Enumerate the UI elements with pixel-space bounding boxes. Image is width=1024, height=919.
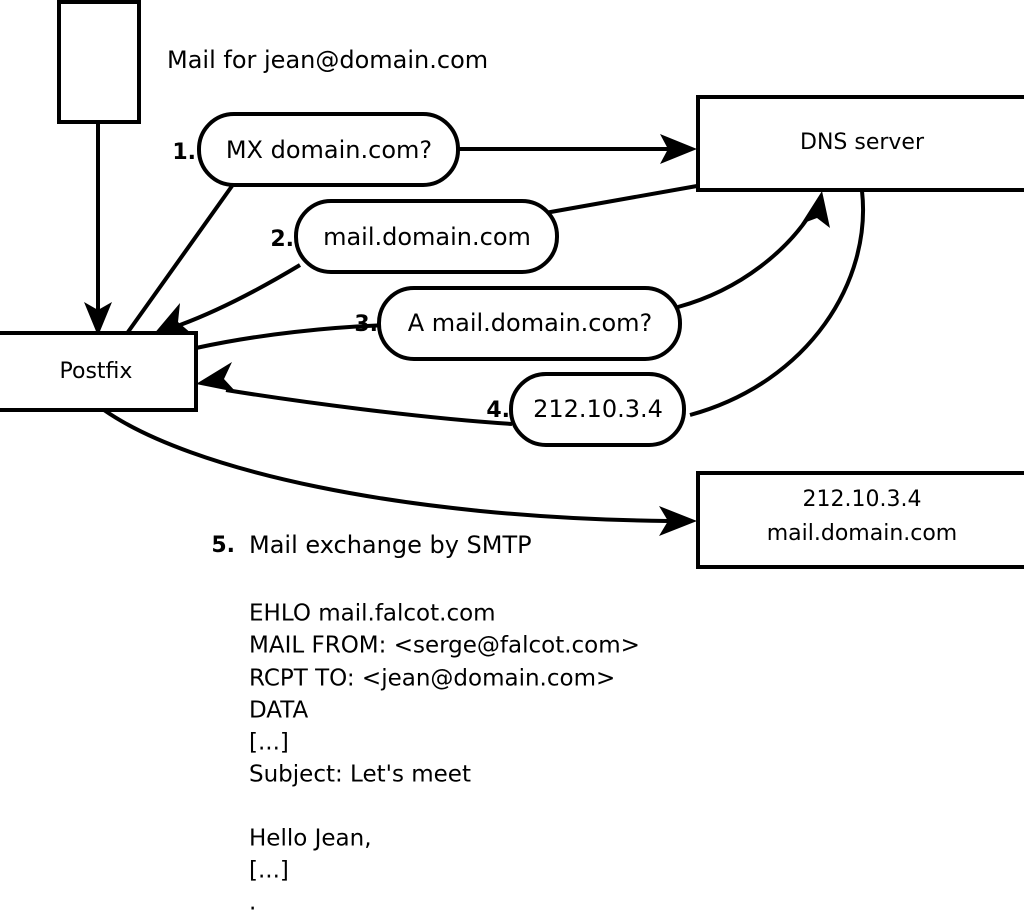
smtp-line-2: RCPT TO: <jean@domain.com> — [249, 666, 615, 692]
smtp-line-4: [...] — [249, 730, 289, 756]
arrow-postfix-to-mailserver — [102, 408, 697, 536]
smtp-transcript: EHLO mail.falcot.com MAIL FROM: <serge@f… — [249, 601, 640, 916]
target-server-ip: 212.10.3.4 — [803, 487, 922, 512]
step-1-bubble-label: MX domain.com? — [226, 136, 432, 164]
step-1-bubble[interactable]: MX domain.com? — [197, 112, 460, 187]
arrow-step2-to-postfix — [153, 263, 302, 335]
smtp-line-1: MAIL FROM: <serge@falcot.com> — [249, 633, 640, 659]
step-5-number: 5. — [211, 533, 235, 558]
line-dns-to-step4 — [689, 190, 865, 417]
step-4-bubble-label: 212.10.3.4 — [533, 395, 663, 423]
step-2-number: 2. — [270, 227, 294, 252]
mail-for-caption: Mail for jean@domain.com — [167, 46, 488, 74]
smtp-line-9: . — [249, 890, 256, 916]
step-3-bubble[interactable]: A mail.domain.com? — [377, 286, 682, 361]
arrow-step3-to-dns — [677, 191, 830, 309]
step-2-bubble[interactable]: mail.domain.com — [294, 199, 559, 274]
smtp-line-3: DATA — [249, 698, 309, 724]
step-1-number: 1. — [172, 140, 196, 165]
step-4-bubble[interactable]: 212.10.3.4 — [509, 372, 686, 447]
line-postfix-to-step3 — [195, 323, 391, 350]
arrow-step4-to-postfix — [196, 362, 513, 426]
step-3-bubble-label: A mail.domain.com? — [408, 309, 653, 337]
arrow-step1-to-dns — [458, 134, 697, 164]
postfix-box[interactable]: Postfix — [0, 331, 198, 412]
dns-server-label: DNS server — [800, 130, 925, 155]
line-dns-to-step2 — [544, 184, 698, 215]
step-5-label: Mail exchange by SMTP — [249, 531, 532, 559]
step-3-number: 3. — [354, 312, 378, 337]
smtp-line-0: EHLO mail.falcot.com — [249, 601, 496, 627]
dns-server-box[interactable]: DNS server — [696, 95, 1024, 192]
step-2-bubble-label: mail.domain.com — [323, 223, 531, 251]
arrow-sender-to-postfix — [84, 122, 112, 336]
step-4-number: 4. — [486, 398, 510, 423]
target-mail-server-box[interactable]: 212.10.3.4 mail.domain.com — [696, 471, 1024, 569]
smtp-line-5: Subject: Let's meet — [249, 762, 471, 788]
sender-box[interactable] — [57, 0, 141, 124]
arrow-step1-tail-to-postfix — [126, 184, 234, 334]
target-server-hostname: mail.domain.com — [767, 521, 958, 546]
smtp-line-8: [...] — [249, 858, 289, 884]
postfix-label: Postfix — [60, 359, 133, 384]
smtp-line-7: Hello Jean, — [249, 826, 372, 852]
